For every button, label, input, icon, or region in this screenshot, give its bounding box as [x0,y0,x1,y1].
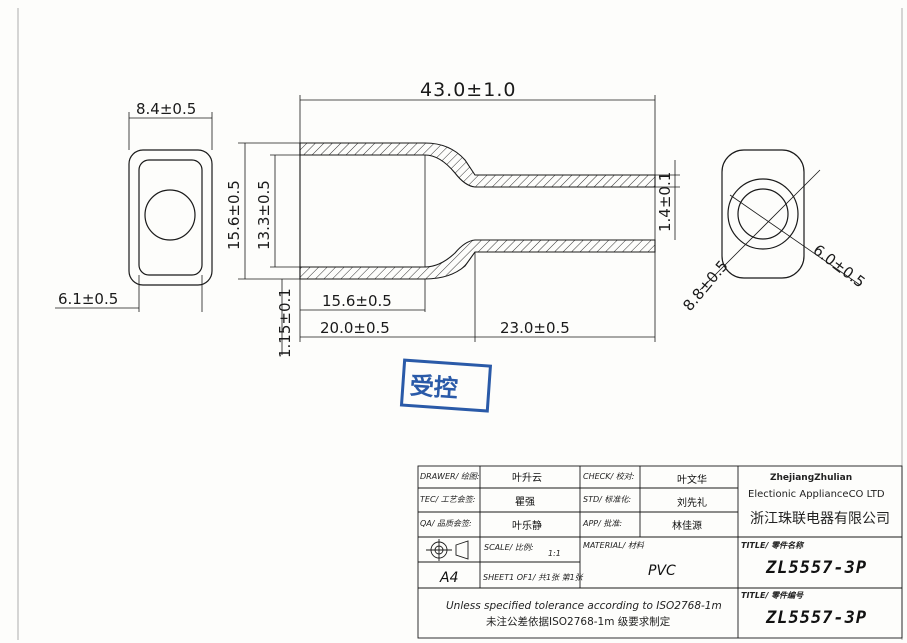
dim-tail-wall: 1.4±0.1 [656,172,674,232]
section-view [299,142,656,280]
dim-outer-diag: 8.8±0.5 [679,257,732,315]
projection-symbol-icon [426,539,469,561]
company-en-1: ZhejiangZhulian [770,473,852,483]
dim-body-length: 20.0±0.5 [320,319,390,337]
company-en-2: Electionic ApplianceCO LTD [748,489,885,500]
material-value: PVC [648,563,676,579]
tolerance-note-cn: 未注公差依据ISO2768-1m 级要求制定 [486,615,671,628]
dim-inner-height: 13.3±0.5 [255,180,273,250]
title-block [417,465,903,639]
dim-inner-width-front: 6.1±0.5 [58,290,118,308]
part-name: ZL5557-3P [765,558,867,578]
check-label: CHECK/ 校对: [583,472,635,481]
front-view [55,112,213,312]
std-value: 刘先礼 [677,496,707,509]
dim-outer-height: 15.6±0.5 [225,180,243,250]
qa-value: 叶乐静 [512,519,542,532]
dim-tail-length: 23.0±0.5 [500,319,570,337]
end-view [699,149,861,291]
bottom-wall [299,239,656,280]
title-label-name: TITLE/ 零件名称 [741,541,805,550]
check-value: 叶文华 [677,473,707,486]
sheet-info: SHEET1 OF1/ 共1张 第1张 [483,573,584,582]
front-inner-outline [138,159,203,276]
drawer-label: DRAWER/ 绘图: [420,472,480,481]
company-cn: 浙江珠联电器有限公司 [750,511,890,527]
material-label: MATERIAL/ 材料 [583,541,645,550]
front-hole [144,189,196,241]
dim-inner-length: 15.6±0.5 [322,292,392,310]
end-outer-outline [721,149,805,279]
dim-overall-length: 43.0±1.0 [420,79,516,101]
title-label-number: TITLE/ 零件编号 [741,591,804,600]
end-inner-circle [737,188,789,240]
tolerance-note-en: Unless specified tolerance according to … [446,600,722,612]
dim-width-front: 8.4±0.5 [136,100,196,118]
std-label: STD/ 标准化: [583,495,631,504]
part-number: ZL5557-3P [765,608,867,628]
end-outer-circle [727,178,799,250]
dim-wall-thickness: 1.15±0.1 [276,288,294,358]
tec-value: 瞿强 [515,496,535,508]
app-label: APP/ 批准: [582,519,622,528]
qa-label: QA/ 品质会签: [420,519,472,528]
svg-text:受控: 受控 [409,371,459,403]
front-outer-outline [128,149,213,286]
scale-value: 1:1 [548,549,561,558]
scale-label: SCALE/ 比例: [484,543,534,552]
tec-label: TEC/ 工艺会签: [420,495,476,504]
dim-hole-diameter: 6.0±0.5 [810,241,869,292]
drawer-value: 叶升云 [512,472,542,484]
app-value: 林佳源 [672,519,702,532]
section-dim-lines [238,95,680,355]
controlled-stamp: 受控 [399,358,493,413]
paper-size: A4 [439,570,458,586]
top-wall [299,142,656,188]
